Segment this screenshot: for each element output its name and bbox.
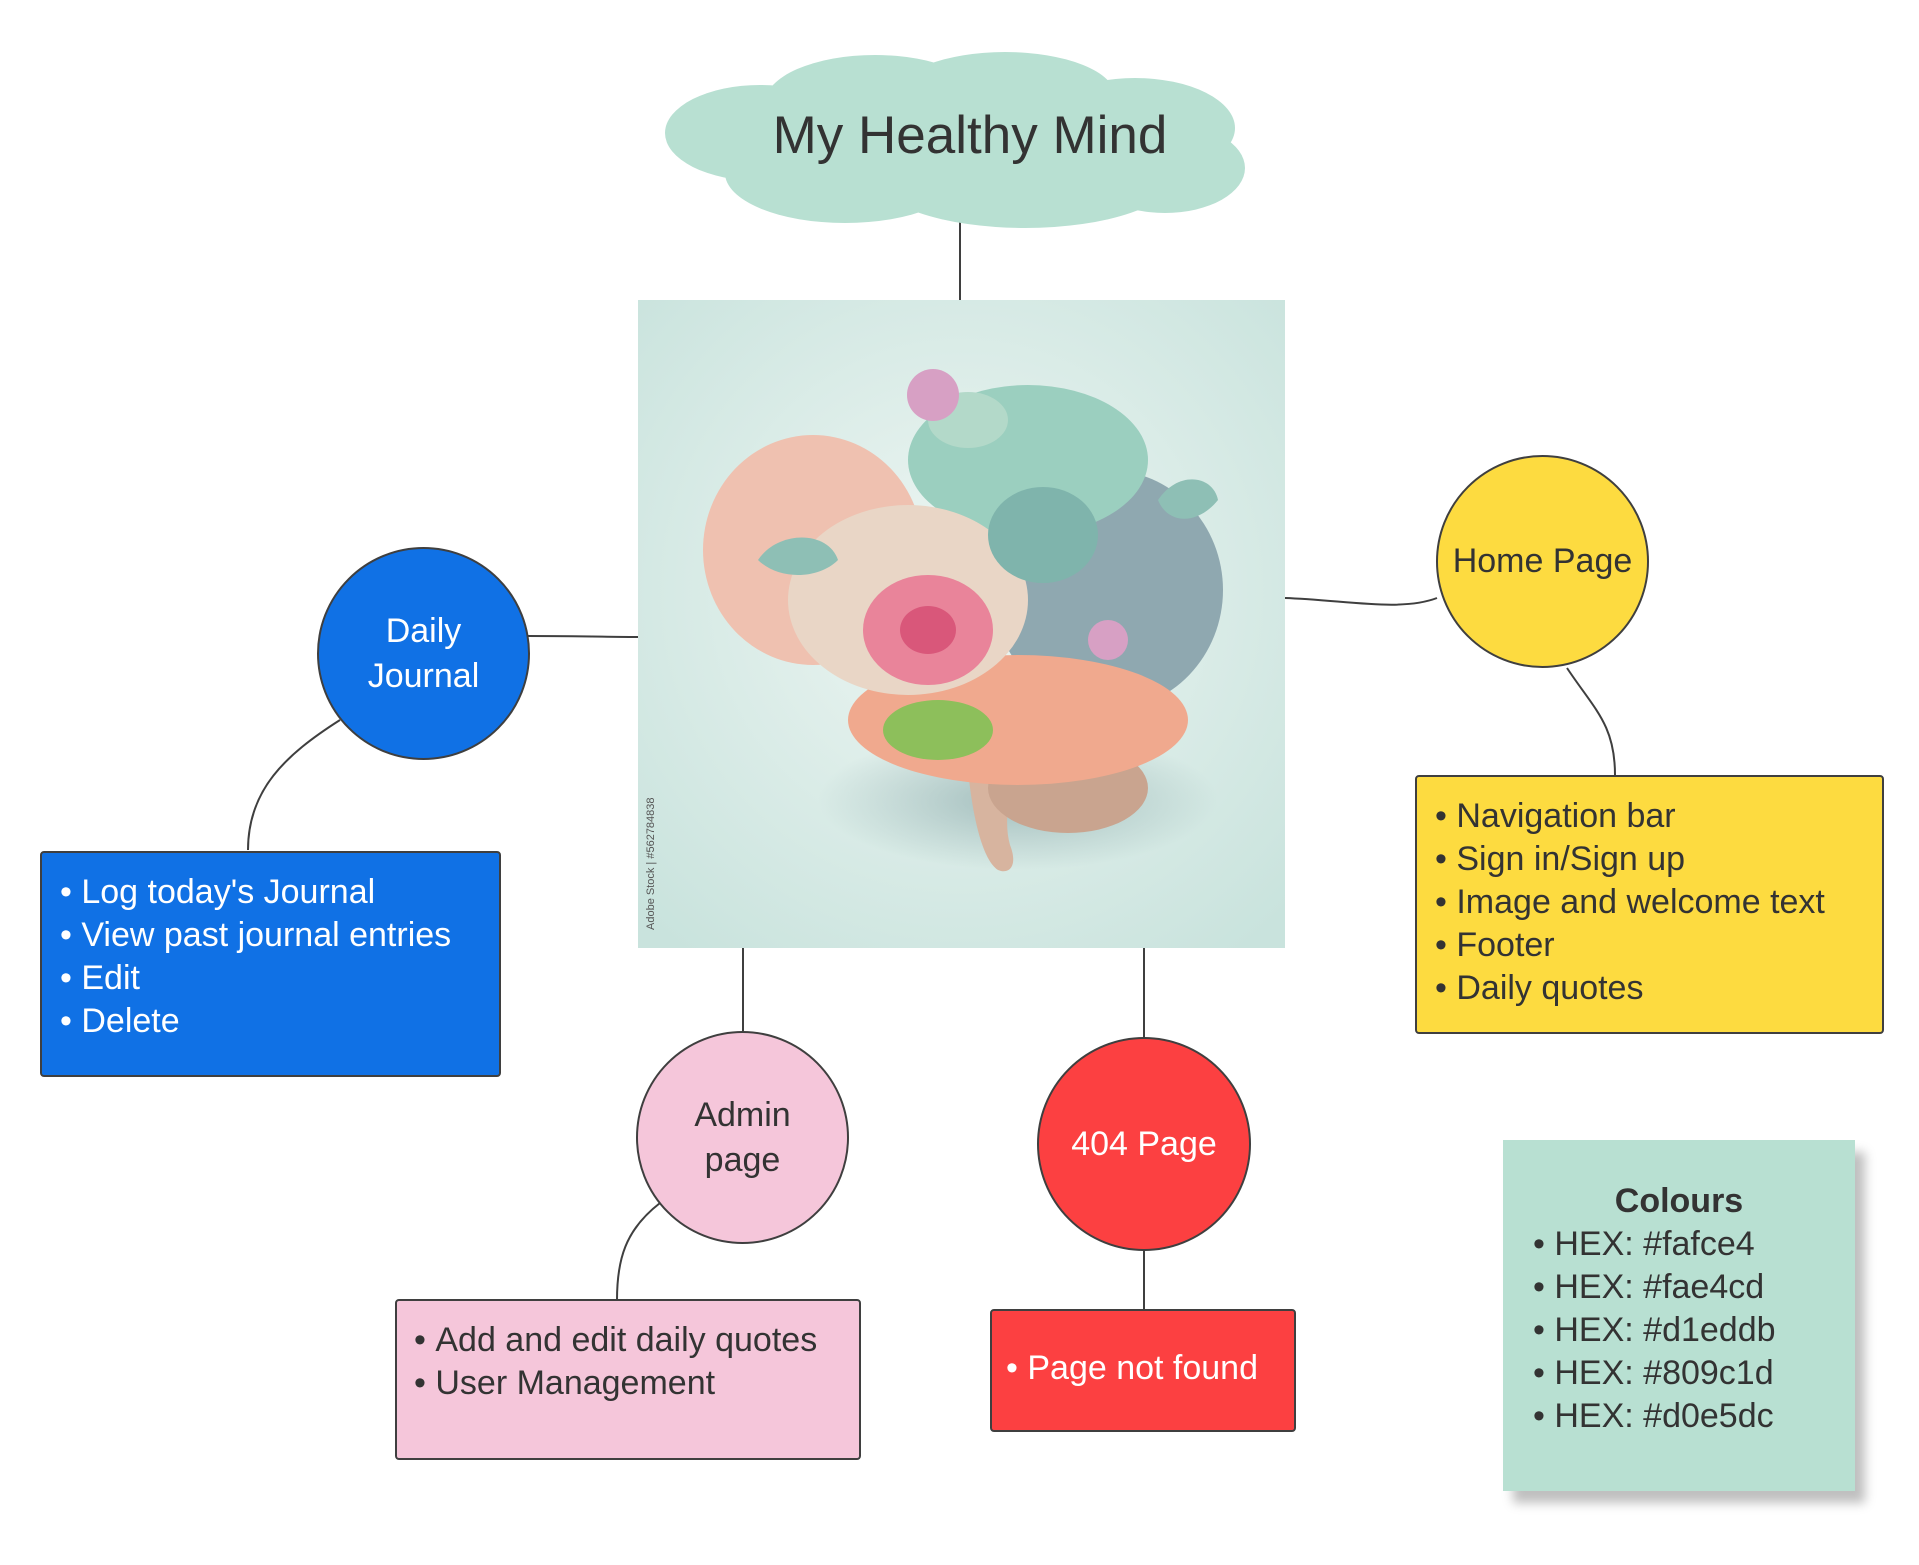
admin-page-list: Add and edit daily quotes User Managemen… <box>395 1299 861 1460</box>
list-item: HEX: #d0e5dc <box>1533 1395 1855 1438</box>
list-item: Page not found <box>1006 1347 1274 1390</box>
flower-rose-center <box>900 606 956 654</box>
list-item: Sign in/Sign up <box>1435 838 1862 881</box>
brain-flowers-image: Adobe Stock | #562784838 <box>638 300 1285 948</box>
home-page-node: Home Page <box>1436 455 1649 668</box>
not-found-page-node: 404 Page <box>1037 1037 1251 1251</box>
admin-page-label: Admin page <box>694 1096 791 1179</box>
list-item: Daily quotes <box>1435 967 1862 1010</box>
diagram-title: My Healthy Mind <box>772 105 1168 165</box>
list-item: HEX: #fafce4 <box>1533 1223 1855 1266</box>
cloud-shape <box>665 52 1245 228</box>
leaf-teal-left <box>758 537 838 575</box>
list-item: HEX: #809c1d <box>1533 1352 1855 1395</box>
colours-title: Colours <box>1614 1182 1744 1220</box>
flower-pink-cluster <box>907 369 959 421</box>
list-item: Footer <box>1435 924 1862 967</box>
daily-journal-label: Daily Journal <box>367 612 480 695</box>
connector-daily-journal-to-list <box>247 719 341 851</box>
list-item: HEX: #d1eddb <box>1533 1309 1855 1352</box>
list-item: View past journal entries <box>60 914 479 957</box>
daily-journal-list: Log today's Journal View past journal en… <box>40 851 501 1077</box>
list-item: Image and welcome text <box>1435 881 1862 924</box>
connector-admin-page-to-list <box>616 1202 661 1301</box>
image-watermark: Adobe Stock | #562784838 <box>645 797 657 930</box>
connector-home-page-to-list <box>1566 667 1616 776</box>
leaf-green <box>883 700 993 760</box>
list-item: Edit <box>60 957 479 1000</box>
leaf-teal-right <box>1158 479 1218 519</box>
list-item: Navigation bar <box>1435 795 1862 838</box>
succulent-teal <box>988 487 1098 583</box>
not-found-page-list: Page not found <box>990 1309 1296 1432</box>
admin-page-node: Admin page <box>636 1031 849 1244</box>
list-item: Add and edit daily quotes <box>414 1319 839 1362</box>
home-page-list: Navigation bar Sign in/Sign up Image and… <box>1415 775 1884 1034</box>
title-cloud <box>665 52 1245 228</box>
list-item: User Management <box>414 1362 839 1405</box>
home-page-label: Home Page <box>1452 542 1633 581</box>
list-item: Delete <box>60 1000 479 1043</box>
flower-pink-cluster-small <box>1088 620 1128 660</box>
colours-note: Colours HEX: #fafce4 HEX: #fae4cd HEX: #… <box>1503 1140 1855 1491</box>
list-item: Log today's Journal <box>60 871 479 914</box>
connector-image-to-home-page <box>1284 597 1438 606</box>
list-item: HEX: #fae4cd <box>1533 1266 1855 1309</box>
daily-journal-node: Daily Journal <box>317 547 530 760</box>
not-found-page-label: 404 Page <box>1071 1124 1217 1163</box>
connector-image-to-daily-journal <box>527 635 641 638</box>
